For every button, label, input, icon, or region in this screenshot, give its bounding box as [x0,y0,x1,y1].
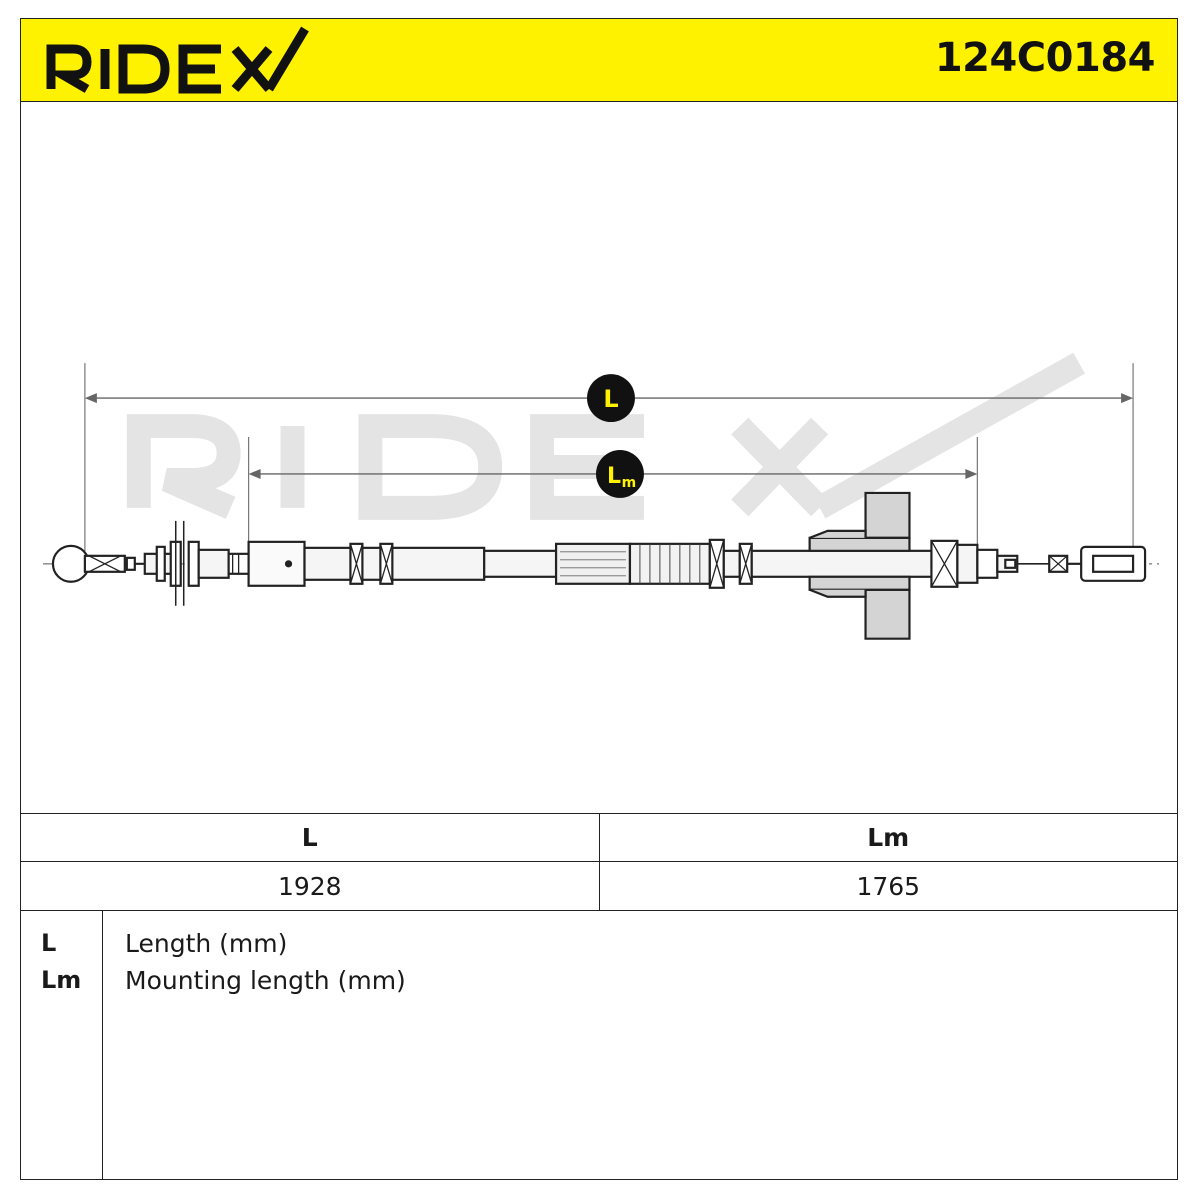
header-bar: 124C0184 [21,19,1177,102]
ridex-watermark [126,352,1086,520]
legend-description-lm: Mounting length (mm) [125,966,406,995]
dimension-marker-lm: L [607,464,621,489]
datasheet-frame: 124C0184 L [20,18,1178,1180]
dimension-line-lm: L m [248,450,978,498]
part-number: 124C0184 [934,35,1156,81]
brake-cable [51,491,1147,640]
header-cell-lm: Lm [598,814,1178,861]
brand-logo [46,26,309,94]
legend-key-l: L [41,929,57,957]
value-cell-lm: 1765 [598,862,1178,910]
legend-descriptions: Length (mm) Mounting length (mm) [125,911,406,1003]
legend-keys: L Lm [21,911,103,1179]
legend-description-l: Length (mm) [125,929,288,958]
dimension-marker-l: L [603,385,618,413]
dimensions-value-row: 1928 1765 [21,862,1177,910]
dimensions-header-row: L Lm [21,814,1177,862]
value-cell-l: 1928 [277,871,342,901]
header-cell-l: L [301,823,318,852]
dimension-marker-lm-subscript: m [622,475,637,491]
cable-drawing: L L m [42,352,1160,640]
legend-key-lm: Lm [41,966,82,994]
dimension-line-l: L [84,374,1134,423]
dimensions-table: L Lm 1928 1765 [21,813,1177,911]
legend: L Lm Length (mm) Mounting length (mm) [21,911,1177,1179]
